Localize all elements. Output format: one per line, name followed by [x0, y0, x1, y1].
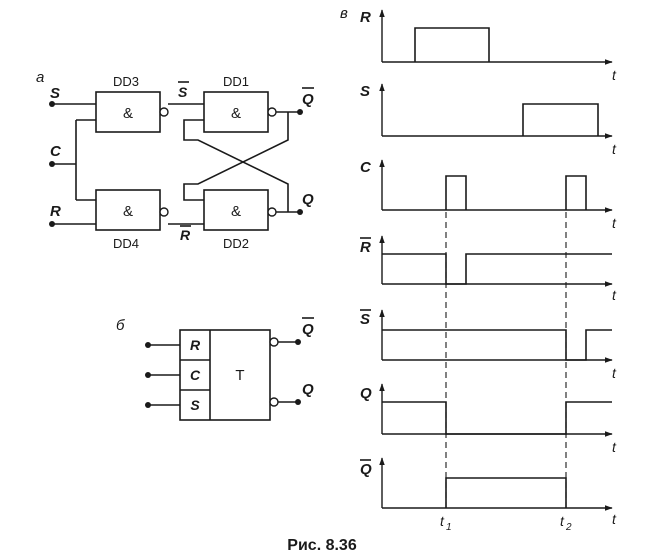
timing-row-s-bar: S t: [360, 309, 617, 381]
output-q-bar-terminal: [297, 109, 303, 115]
marker-t1-label: t: [440, 513, 445, 529]
timing-label-c: C: [360, 159, 372, 176]
timing-row-r-bar: R t: [360, 235, 617, 303]
gate-dd1-inverter: [267, 107, 277, 117]
signal-s-bar-label: S: [178, 84, 188, 100]
t-output-q-bar-terminal: [295, 339, 301, 345]
waveform-r: [414, 27, 490, 62]
input-s-label: S: [50, 85, 60, 102]
timing-label-q: Q: [360, 385, 372, 402]
timing-t-label-r: t: [612, 67, 617, 83]
timing-row-q-bar: Q t: [360, 457, 617, 527]
marker-t2-label: t: [560, 513, 565, 529]
gate-dd4-symbol: &: [123, 203, 133, 220]
panel-label-a: а: [36, 69, 44, 86]
gate-dd3: [95, 91, 161, 133]
timing-label-s-bar: S: [360, 311, 370, 328]
gate-dd1: [203, 91, 269, 133]
timing-label-s: S: [360, 83, 370, 100]
output-q-terminal: [297, 209, 303, 215]
gate-dd3-name: DD3: [113, 74, 139, 89]
panel-v-timing: в R t S t C t R: [340, 5, 617, 533]
timing-t-label-s: t: [612, 141, 617, 157]
timing-label-r: R: [360, 9, 371, 26]
timing-label-r-bar: R: [360, 239, 371, 256]
output-q-label: Q: [302, 191, 314, 208]
timing-row-s: S t: [360, 83, 617, 157]
waveform-c-pulse-2: [565, 175, 587, 210]
gate-dd4-inverter: [159, 207, 169, 217]
t-output-q-bar-inverter: [269, 337, 279, 347]
timing-t-label-r-bar: t: [612, 287, 617, 303]
gate-dd1-name: DD1: [223, 74, 249, 89]
panel-label-v: в: [340, 5, 348, 22]
output-q-bar-label: Q: [302, 91, 314, 108]
t-input-c-label: C: [190, 367, 201, 383]
t-output-q-bar-label: Q: [302, 321, 314, 338]
gate-dd4: [95, 189, 161, 231]
feedback-q-bar-to-dd2: [183, 112, 289, 201]
timing-t-label-s-bar: t: [612, 365, 617, 381]
timing-t-label-c: t: [612, 215, 617, 231]
gate-dd3-symbol: &: [123, 105, 133, 122]
waveform-r-bar: [382, 253, 612, 285]
panel-a-circuit: а S C R & DD3 & DD4 S R & DD1: [36, 69, 314, 251]
t-input-s-label: S: [190, 397, 200, 413]
gate-dd2-inverter: [267, 207, 277, 217]
t-symbol-box: [179, 329, 271, 421]
waveform-s: [522, 103, 599, 136]
gate-dd2: [203, 189, 269, 231]
figure-caption: Рис. 8.36: [287, 537, 357, 554]
gate-dd1-symbol: &: [231, 105, 241, 122]
t-symbol-center-label: T: [235, 367, 244, 384]
input-r-label: R: [50, 203, 61, 220]
gate-dd4-name: DD4: [113, 236, 139, 251]
signal-r-bar-label: R: [180, 227, 191, 243]
t-output-q-label: Q: [302, 381, 314, 398]
timing-row-c: C t: [360, 159, 617, 231]
panel-b-symbol: б R C S T Q Q: [116, 317, 314, 421]
panel-label-b: б: [116, 317, 125, 334]
feedback-q-to-dd1: [183, 119, 289, 212]
timing-row-q: Q t: [360, 383, 617, 455]
waveform-s-bar: [382, 329, 612, 361]
timing-t-label-q-bar: t: [612, 511, 617, 527]
waveform-c-pulse-1: [445, 175, 467, 210]
input-c-label: C: [50, 143, 62, 160]
gate-dd2-symbol: &: [231, 203, 241, 220]
gate-dd3-inverter: [159, 107, 169, 117]
timing-row-r: R t: [360, 9, 617, 83]
timing-label-q-bar: Q: [360, 461, 372, 478]
t-output-q-inverter: [269, 397, 279, 407]
gate-dd2-name: DD2: [223, 236, 249, 251]
marker-t1-subscript: 1: [446, 522, 452, 533]
waveform-q-bar: [445, 477, 567, 508]
timing-t-label-q: t: [612, 439, 617, 455]
t-input-r-label: R: [190, 337, 201, 353]
marker-t2-subscript: 2: [565, 522, 572, 533]
t-output-q-terminal: [295, 399, 301, 405]
waveform-q: [382, 401, 612, 435]
